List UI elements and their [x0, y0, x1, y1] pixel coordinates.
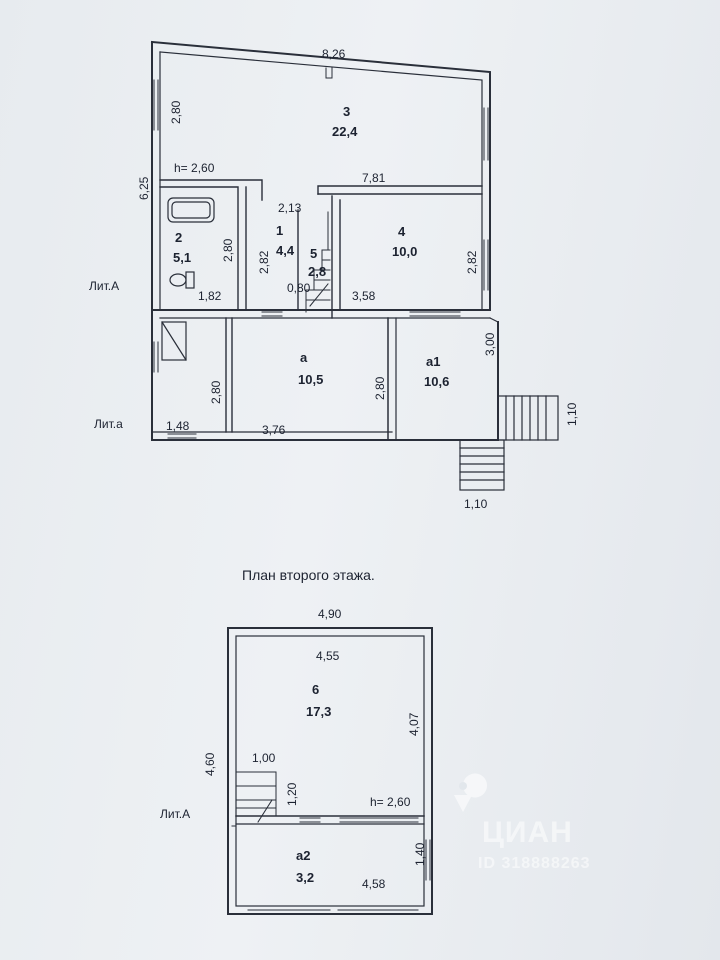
cian-watermark: ЦИАН ID 318888263 — [454, 773, 591, 872]
stairs-inner-icon — [305, 211, 331, 313]
room-a-width: 3,76 — [262, 423, 286, 437]
f1-top-width: 8,26 — [322, 47, 346, 61]
room3-area: 22,4 — [332, 124, 358, 139]
room1-width: 2,13 — [278, 201, 302, 215]
room1-number: 1 — [276, 223, 283, 238]
room6-area: 17,3 — [306, 704, 331, 719]
room-a2-area: 3,2 — [296, 870, 314, 885]
stairs-bottom-dim: 1,10 — [464, 497, 488, 511]
f2-stair-height: 1,20 — [285, 782, 299, 806]
floor1-partitions — [159, 179, 483, 433]
floor1-windows — [153, 67, 489, 439]
f1-lit-A: Лит.А — [89, 279, 119, 293]
f2-inner-width: 4,55 — [316, 649, 340, 663]
room2-area: 5,1 — [173, 250, 191, 265]
room1-area: 4,4 — [276, 243, 295, 258]
room4-width: 3,58 — [352, 289, 376, 303]
stairs-floor2-icon — [235, 771, 277, 823]
room2-height: 2,80 — [221, 238, 235, 262]
f2-outer-width: 4,90 — [318, 607, 342, 621]
room-left-width: 1,48 — [166, 419, 190, 433]
watermark-brand: ЦИАН — [482, 816, 573, 849]
room-a2-width: 4,58 — [362, 877, 386, 891]
f1-left-height: 6,25 — [137, 176, 151, 200]
f2-stair-width: 1,00 — [252, 751, 276, 765]
room5-width: 0,80 — [287, 281, 311, 295]
room-a1-height: 3,00 — [483, 332, 497, 356]
floor2-title: План второго этажа. — [242, 567, 375, 583]
room5-number: 5 — [310, 246, 317, 261]
floor2-outer-walls — [227, 627, 433, 915]
steps-right-icon — [497, 395, 559, 441]
f1-lit-a: Лит.а — [94, 417, 123, 431]
f1-ceiling-height: h= 2,60 — [174, 161, 215, 175]
f2-lit-A: Лит.А — [160, 807, 190, 821]
room-a-height-right: 2,80 — [373, 376, 387, 400]
room-a-area: 10,5 — [298, 372, 323, 387]
room-a1-number: a1 — [426, 354, 440, 369]
room-a-height-left: 2,80 — [209, 380, 223, 404]
bathtub-icon — [167, 197, 215, 223]
stove-icon — [161, 321, 187, 361]
room2-number: 2 — [175, 230, 182, 245]
steps-bottom-icon — [459, 439, 505, 491]
map-pin-icon — [454, 773, 487, 812]
room5-area: 2,8 — [308, 264, 326, 279]
room-a2-height: 1,40 — [413, 842, 427, 866]
toilet-icon — [169, 271, 195, 289]
room-a-number: a — [300, 350, 308, 365]
watermark-id: ID 318888263 — [478, 855, 591, 872]
room6-height: 4,07 — [407, 712, 421, 736]
room-a1-area: 10,6 — [424, 374, 449, 389]
f1-inner-width: 7,81 — [362, 171, 386, 185]
room-a2-number: a2 — [296, 848, 310, 863]
room4-height: 2,82 — [465, 250, 479, 274]
floor1-outer-walls — [150, 40, 499, 441]
f2-left-height: 4,60 — [203, 752, 217, 776]
floor2-windows — [247, 817, 431, 911]
f2-ceiling-height: h= 2,60 — [370, 795, 411, 809]
room4-area: 10,0 — [392, 244, 417, 259]
stairs-right-dim: 1,10 — [565, 402, 579, 426]
room6-number: 6 — [312, 682, 319, 697]
room4-number: 4 — [398, 224, 406, 239]
room1-height: 2,82 — [257, 250, 271, 274]
room3-height: 2,80 — [169, 100, 183, 124]
room3-number: 3 — [343, 104, 350, 119]
room2-width: 1,82 — [198, 289, 222, 303]
